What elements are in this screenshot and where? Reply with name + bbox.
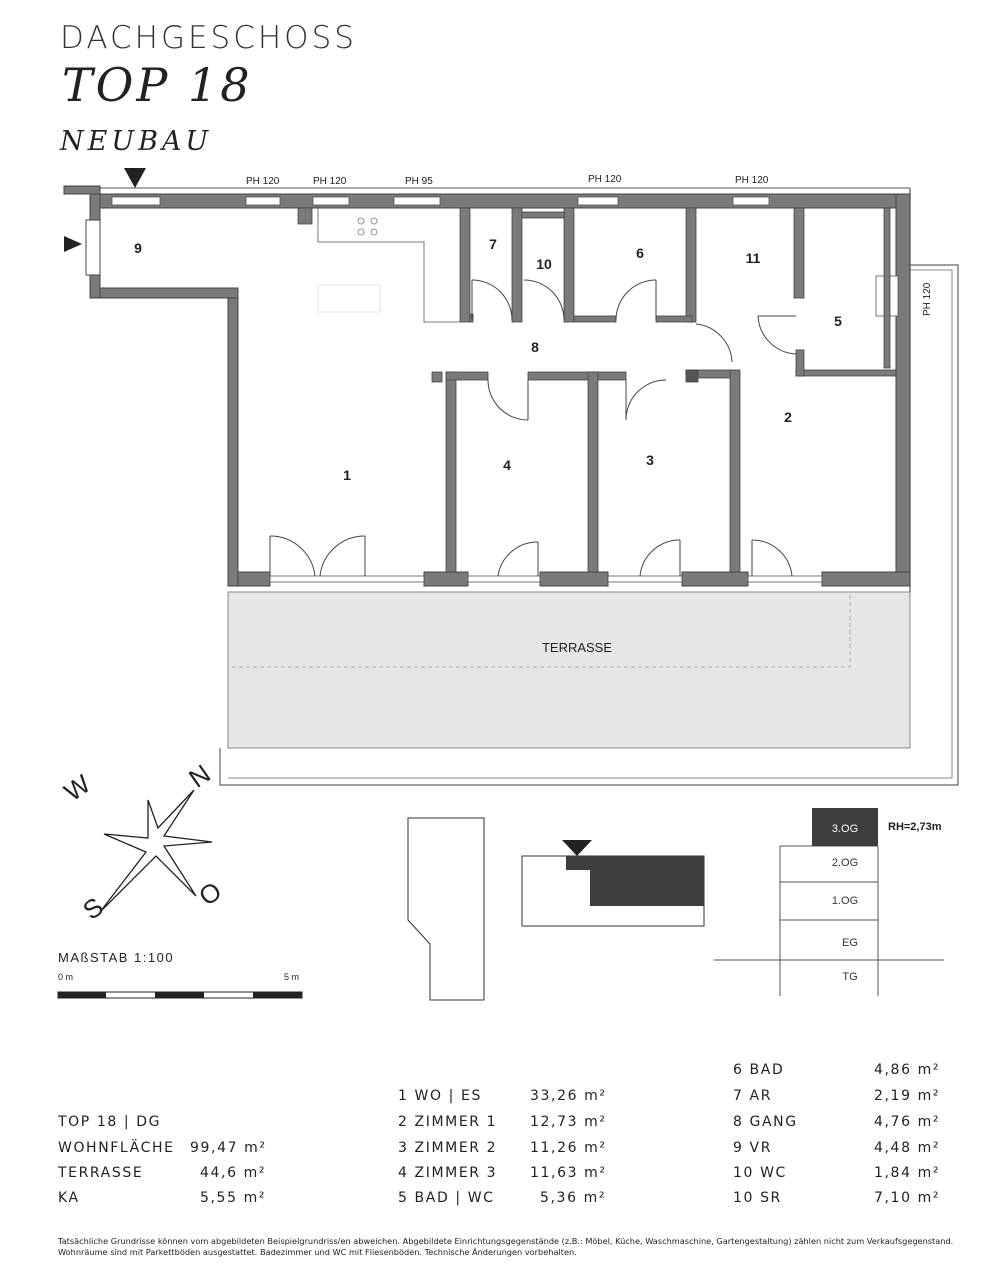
area-value: 11,26 m² (530, 1140, 607, 1156)
summary-label: KA (58, 1190, 80, 1206)
compass-w: W (59, 768, 97, 807)
area-label: 3 ZIMMER 2 (398, 1140, 498, 1156)
room-label: 10 (536, 256, 552, 272)
compass-rose (99, 789, 213, 913)
floor-title: DACHGESCHOSS (60, 20, 357, 56)
scale-end: 5 m (284, 972, 299, 982)
window-label: PH 120 (922, 282, 933, 316)
room-label: 3 (646, 452, 654, 468)
area-value: 11,63 m² (530, 1165, 607, 1181)
entry-arrow-left (64, 236, 82, 252)
terrace-area (227, 591, 911, 749)
room-label: 9 (134, 240, 142, 256)
room-label: 2 (784, 409, 792, 425)
level-stack (714, 845, 944, 996)
area-value: 12,73 m² (530, 1114, 607, 1130)
area-label: 10 SR (733, 1190, 782, 1206)
level-tg: TG (842, 971, 857, 983)
interior-walls (297, 207, 897, 573)
window-label: PH 120 (735, 175, 769, 186)
building-title: NEUBAU (60, 126, 213, 157)
room-label: 4 (503, 457, 511, 473)
level-2og: 2.OG (832, 857, 858, 869)
terrace-label: TERRASSE (542, 640, 612, 655)
area-label: 10 WC (733, 1165, 787, 1181)
area-value: 33,26 m² (530, 1088, 607, 1104)
area-value: 4,48 m² (874, 1140, 941, 1156)
area-label: 7 AR (733, 1088, 773, 1104)
walls (63, 185, 911, 587)
room-height: RH=2,73m (888, 821, 942, 833)
level-active (812, 808, 878, 846)
summary-label: WOHNFLÄCHE (58, 1140, 175, 1156)
room-label: 1 (343, 467, 351, 483)
area-label: 1 WO | ES (398, 1088, 482, 1104)
area-label: 2 ZIMMER 1 (398, 1114, 498, 1130)
area-label: 9 VR (733, 1140, 773, 1156)
window-label: PH 120 (313, 176, 347, 187)
scale-start: 0 m (58, 972, 73, 982)
unit-title: TOP 18 (62, 58, 253, 112)
room-label: 8 (531, 339, 539, 355)
unit-summary-title: TOP 18 | DG (58, 1114, 162, 1130)
summary-value: 44,6 m² (200, 1165, 267, 1181)
scale-title: MAßSTAB 1:100 (58, 950, 174, 965)
area-value: 5,36 m² (540, 1190, 607, 1206)
compass-n: N (183, 758, 216, 793)
area-label: 5 BAD | WC (398, 1190, 495, 1206)
room-label: 7 (489, 236, 497, 252)
window-label: PH 120 (588, 174, 622, 185)
window-label: PH 120 (246, 176, 280, 187)
area-label: 4 ZIMMER 3 (398, 1165, 498, 1181)
level-eg: EG (842, 937, 858, 949)
summary-value: 99,47 m² (190, 1140, 267, 1156)
area-label: 6 BAD (733, 1062, 785, 1078)
room-label: 5 (834, 313, 842, 329)
entry-marker (562, 840, 592, 856)
site-plan (407, 817, 705, 1001)
room-label: 11 (746, 250, 761, 266)
level-3og: 3.OG (832, 823, 858, 835)
area-value: 4,86 m² (874, 1062, 941, 1078)
scale-bar (57, 991, 303, 999)
area-value: 2,19 m² (874, 1088, 941, 1104)
disclaimer: Tatsächliche Grundrisse können vom abgeb… (58, 1236, 954, 1257)
entry-arrow-top (124, 168, 146, 188)
area-value: 4,76 m² (874, 1114, 941, 1130)
building-highlight (566, 856, 704, 906)
summary-label: TERRASSE (58, 1165, 144, 1181)
compass-o: O (193, 875, 227, 911)
window-label: PH 95 (405, 176, 433, 187)
area-label: 8 GANG (733, 1114, 798, 1130)
level-1og: 1.OG (832, 895, 858, 907)
room-label: 6 (636, 245, 644, 261)
area-value: 1,84 m² (874, 1165, 941, 1181)
summary-value: 5,55 m² (200, 1190, 267, 1206)
area-value: 7,10 m² (874, 1190, 941, 1206)
